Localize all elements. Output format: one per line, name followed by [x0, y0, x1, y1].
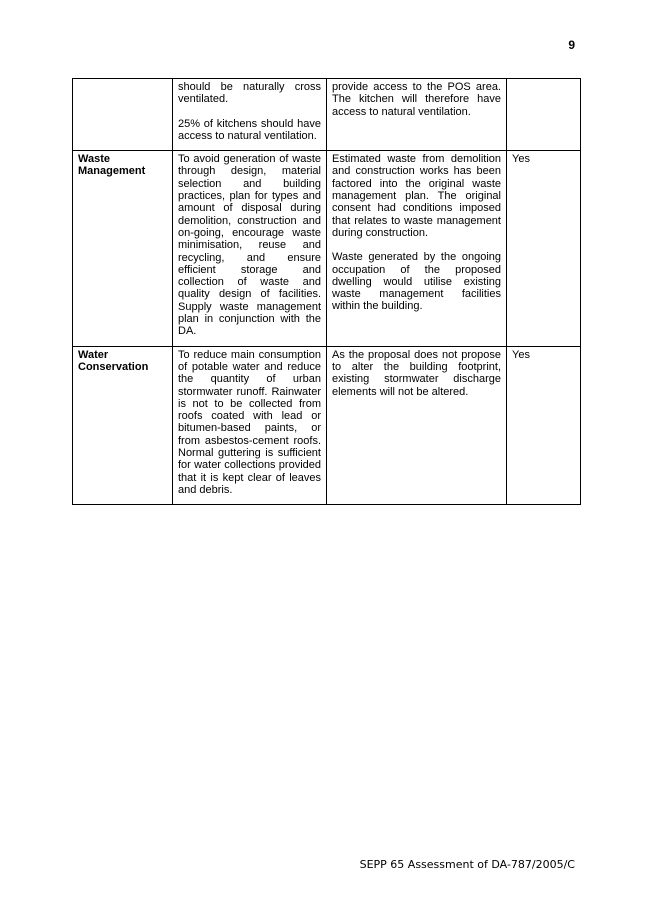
table-row: Waste Management To avoid generation of … — [72, 150, 581, 347]
requirement-cell: should be naturally cross ventilated. 25… — [172, 77, 327, 152]
requirement-paragraph: should be naturally cross ventilated. — [178, 81, 321, 106]
table-row: should be naturally cross ventilated. 25… — [72, 77, 581, 152]
comment-paragraph: As the proposal does not propose to alte… — [332, 348, 501, 398]
complies-cell: Yes — [506, 345, 581, 506]
requirement-paragraph: To avoid generation of waste through des… — [178, 153, 321, 338]
requirement-cell: To reduce main consumption of potable wa… — [172, 345, 327, 506]
complies-cell: Yes — [506, 150, 581, 347]
requirement-paragraph: 25% of kitchens should have access to na… — [178, 117, 321, 142]
document-footer: SEPP 65 Assessment of DA-787/2005/C — [359, 858, 575, 871]
page-number: 9 — [568, 38, 575, 52]
comment-paragraph: provide access to the POS area. The kitc… — [332, 81, 501, 118]
topic-cell: Waste Management — [72, 150, 173, 347]
table-row: Water Conservation To reduce main consum… — [72, 345, 581, 506]
comment-cell: provide access to the POS area. The kitc… — [326, 77, 507, 152]
assessment-table: should be naturally cross ventilated. 25… — [72, 77, 581, 506]
comment-paragraph: Estimated waste from demolition and cons… — [332, 153, 501, 239]
comment-paragraph: Waste generated by the ongoing occupatio… — [332, 251, 501, 313]
requirement-cell: To avoid generation of waste through des… — [172, 150, 327, 347]
complies-cell — [506, 77, 581, 152]
comment-cell: As the proposal does not propose to alte… — [326, 345, 507, 506]
comment-cell: Estimated waste from demolition and cons… — [326, 150, 507, 347]
topic-cell — [72, 77, 173, 152]
topic-cell: Water Conservation — [72, 345, 173, 506]
requirement-paragraph: To reduce main consumption of potable wa… — [178, 348, 321, 496]
